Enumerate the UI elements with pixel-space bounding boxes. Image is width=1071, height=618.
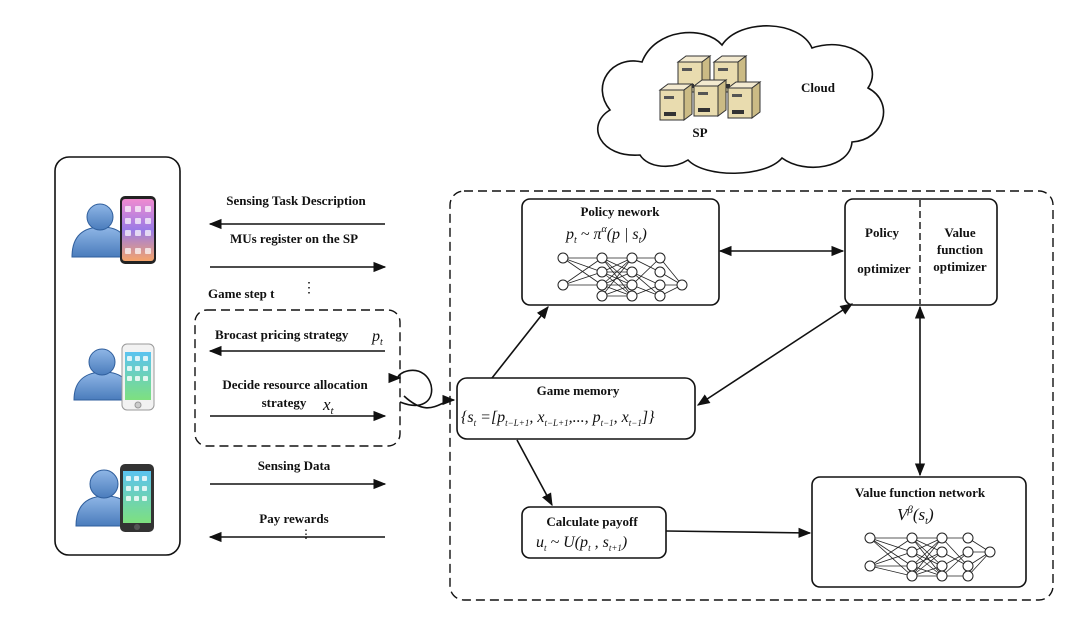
decide-label-line2: strategy [262,395,307,410]
policy-optimizer-line1: Policy [865,225,899,240]
smartphone-icon [120,196,156,264]
person-icon [71,203,131,258]
policy-network-formula: pt ~ πα(p | st) [565,224,647,246]
smartphone-icon [120,464,154,532]
cloud-label: Cloud [801,80,836,95]
game-memory-title: Game memory [537,383,620,398]
register-label: MUs register on the SP [230,231,358,246]
policy-optimizer-line2: optimizer [857,261,911,276]
neural-network-icon [557,252,688,302]
decide-math: xt [322,395,335,417]
value-network-formula: Vβ(st) [897,504,934,527]
person-icon [75,469,135,527]
game-memory-box [456,377,696,440]
neural-network-icon [864,532,996,582]
ellipsis-vertical: ⋮ [300,527,312,541]
learning-system-frame [449,190,1054,601]
game-step-label: Game step t [208,286,275,301]
ellipsis-vertical: ⋮ [302,281,316,296]
value-network-title: Value function network [855,485,986,500]
payoff-formula: ut ~ U(pt , st+1) [536,534,627,553]
sensing-data-label: Sensing Data [258,458,331,473]
broadcast-label: Brocast pricing strategy [215,327,349,342]
policy-network-title: Policy nework [580,204,660,219]
broadcast-math: pt [371,328,383,348]
value-network-box [811,476,1027,588]
value-optimizer-line1: Value [944,225,976,240]
sensing-task-label: Sensing Task Description [226,193,366,208]
pay-rewards-label: Pay rewards [259,511,328,526]
server-icon [658,55,762,121]
payoff-to-value-arrow [665,527,812,538]
memory-optimizer-arrow [696,303,854,406]
value-optimizer-line3: optimizer [933,259,987,274]
optimizer-box [844,198,998,306]
payoff-title: Calculate payoff [546,514,638,529]
smartphone-icon [121,343,155,411]
value-optimizer-line2: function [937,242,984,257]
memory-to-payoff-arrow [516,439,553,507]
payoff-box [521,506,667,559]
users-panel [54,156,181,556]
connector-left-curve [388,369,433,407]
server-label: SP [692,125,707,140]
decide-label-line1: Decide resource allocation [222,377,368,392]
memory-to-policy-arrow [491,305,549,379]
person-icon [73,348,133,401]
